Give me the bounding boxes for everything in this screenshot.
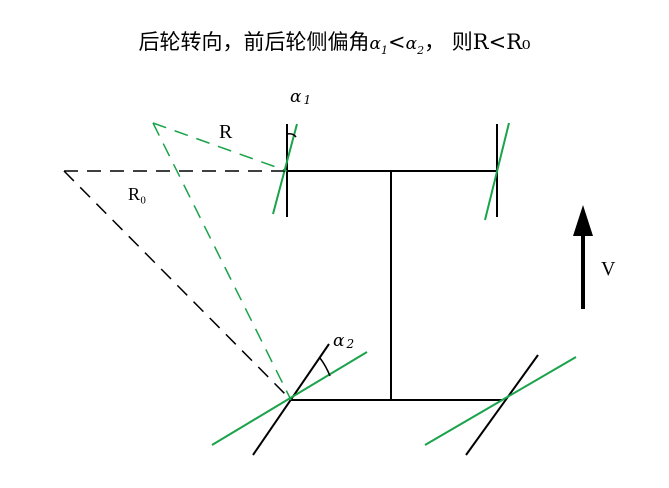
diagram-title: 后轮转向，前后轮侧偏角α1<α2， 则R<R₀ xyxy=(0,26,669,57)
alpha1-angle-arc xyxy=(286,133,297,138)
r-line-to-front xyxy=(152,122,288,172)
front-left-velocity-line xyxy=(272,123,298,215)
title-suffix: ， 则R<R₀ xyxy=(424,30,531,54)
title-less-than: < xyxy=(388,30,406,54)
velocity-label: V xyxy=(601,258,616,280)
r-line-to-rear xyxy=(152,122,292,401)
title-alpha-1: α xyxy=(369,34,382,54)
rear-right-velocity-line xyxy=(424,356,577,446)
velocity-arrow-head xyxy=(573,205,593,236)
title-sub-1: 1 xyxy=(381,44,389,58)
r0-line-to-rear xyxy=(63,170,292,401)
r-label: R xyxy=(219,121,233,143)
r0-label: R₀ xyxy=(128,184,146,204)
title-prefix: 后轮转向，前后轮侧偏角 xyxy=(138,30,370,54)
rear-right-wheel xyxy=(465,354,539,456)
alpha2-angle-arc xyxy=(319,357,331,377)
title-alpha-2: α xyxy=(405,34,418,54)
front-right-velocity-line xyxy=(484,122,510,221)
title-sub-2: 2 xyxy=(417,44,425,58)
